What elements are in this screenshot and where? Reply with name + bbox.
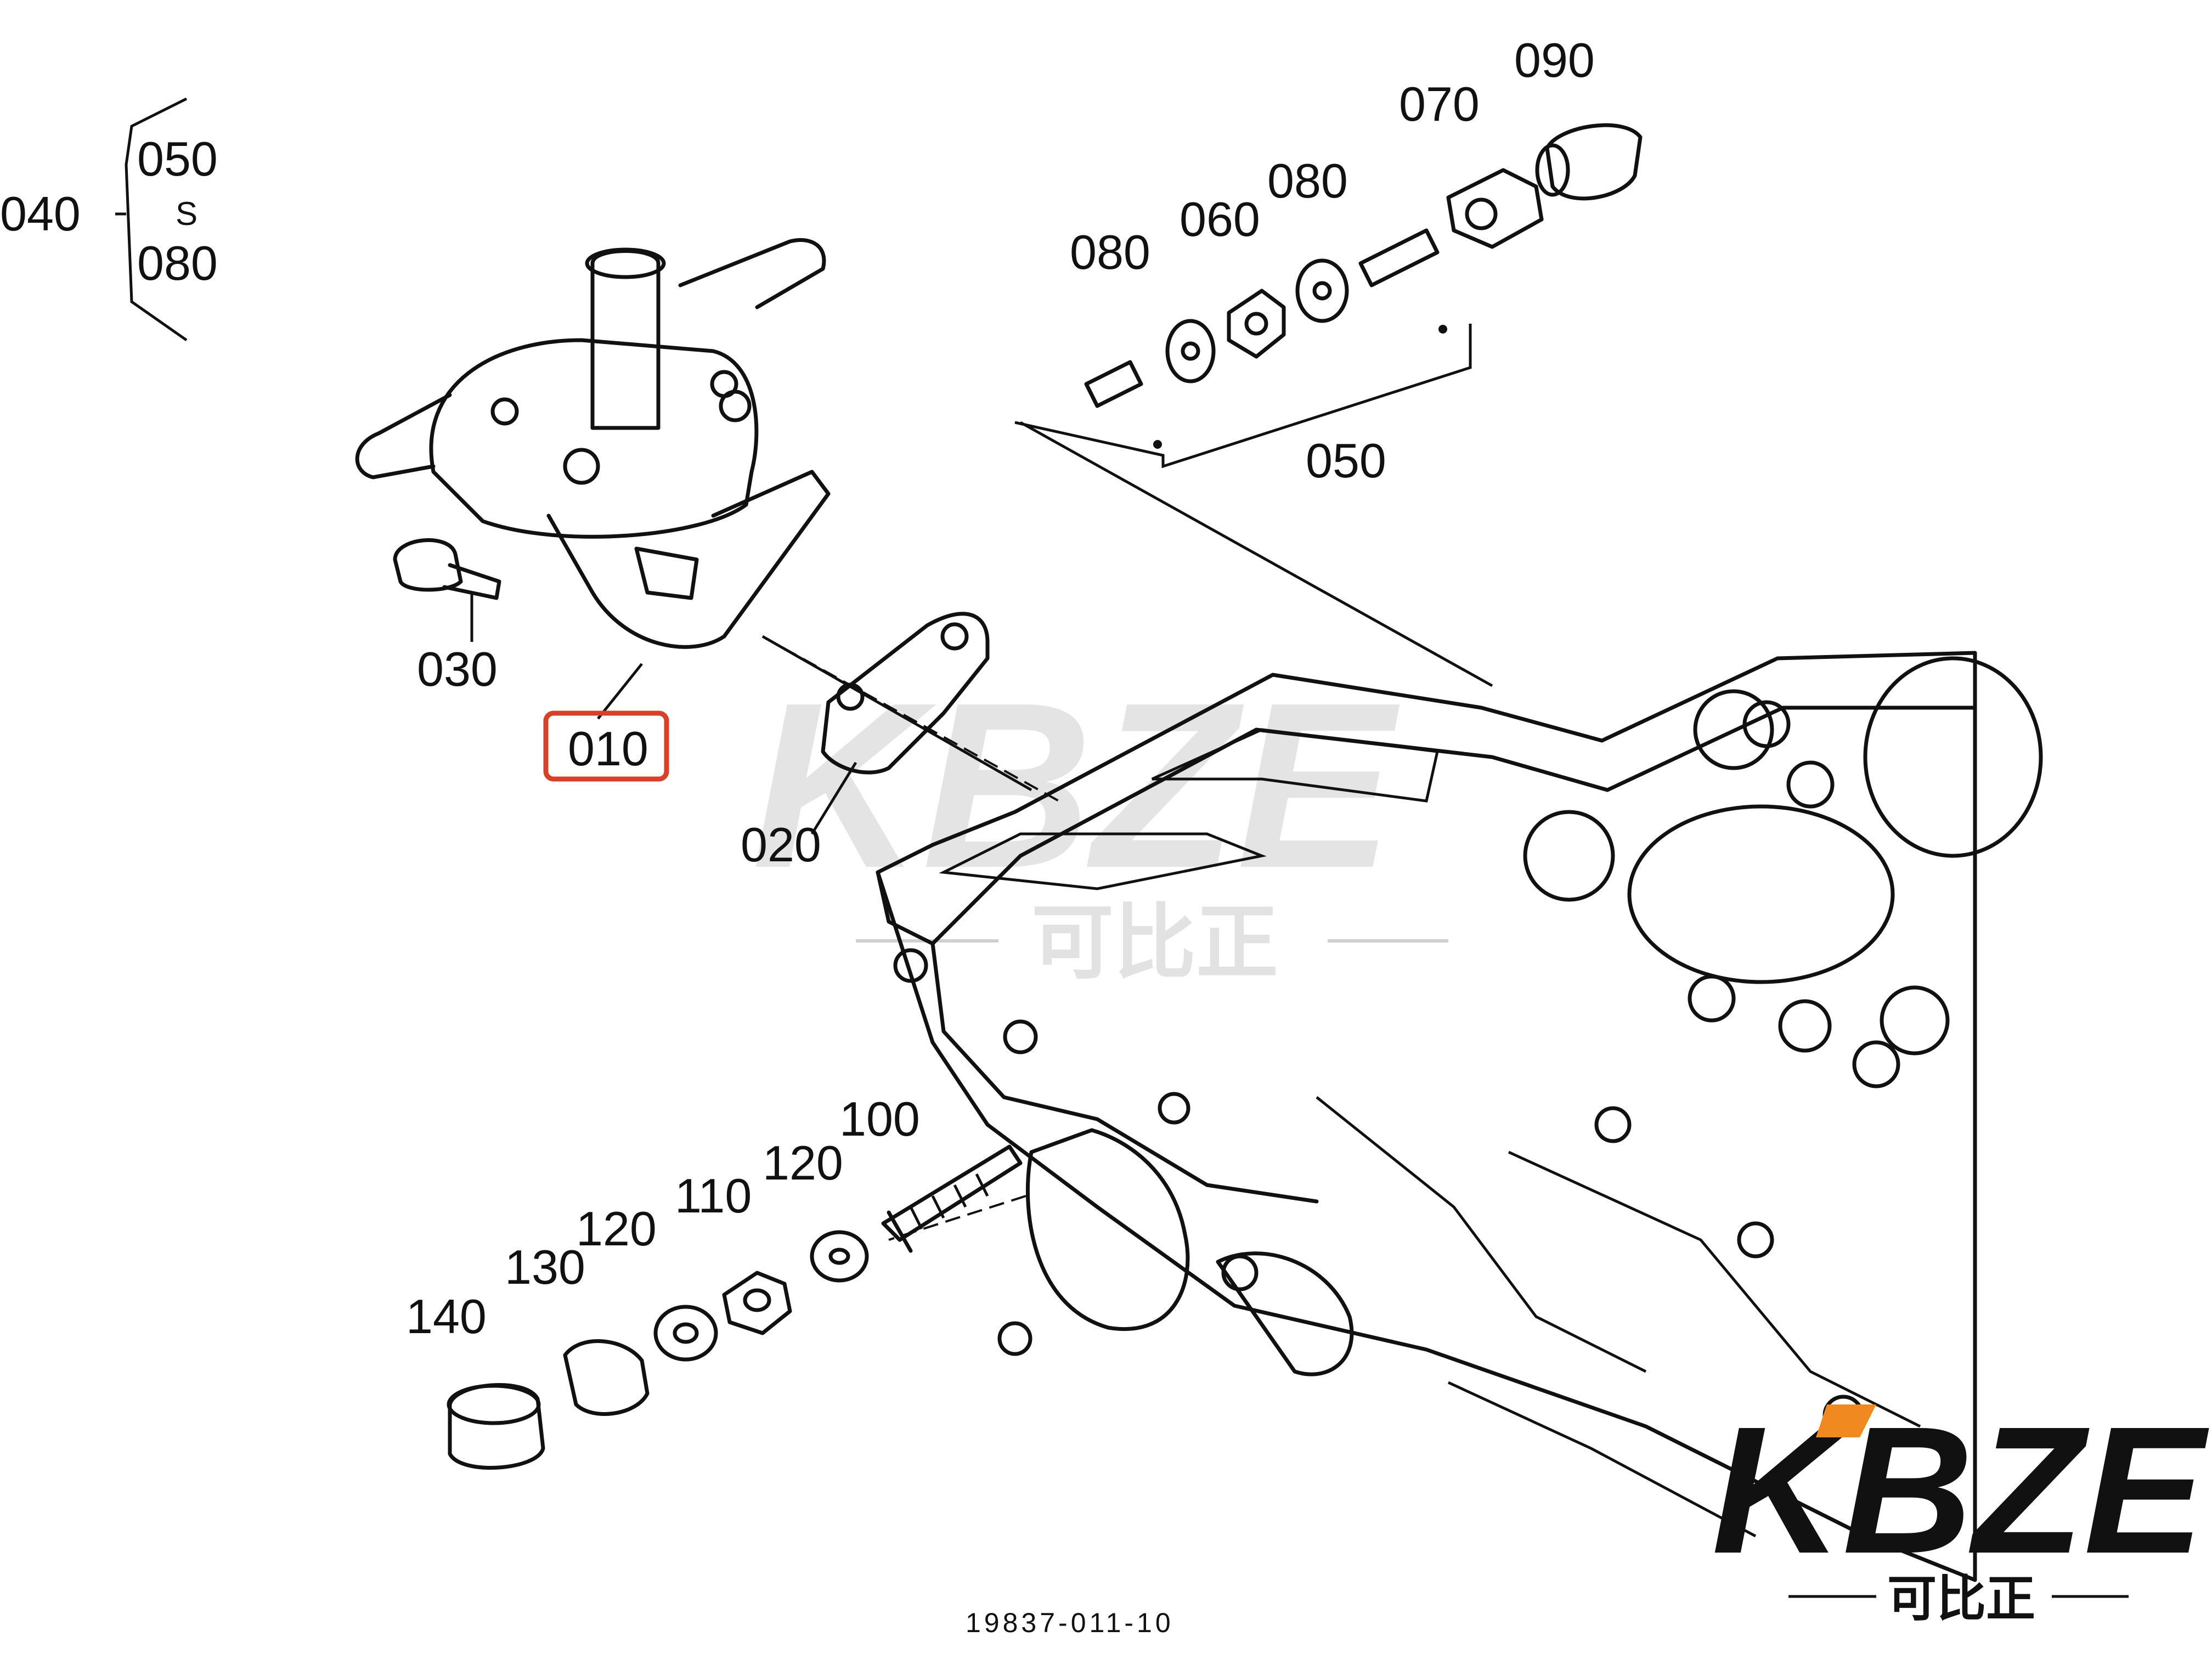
logo-brand: KBZE xyxy=(1712,1389,2211,1591)
group-range-mark: S xyxy=(176,195,198,232)
highlight-box-010 xyxy=(543,710,669,782)
callout-020: 020 xyxy=(741,817,821,872)
center-watermark: KBZE 可比正 xyxy=(752,654,1448,989)
callout-labels: 040 050 S 080 010 020 030 050 060 070 08… xyxy=(0,33,1595,1638)
callout-030: 030 xyxy=(417,642,498,696)
callout-080-a: 080 xyxy=(1070,225,1150,279)
group-bottom-label: 080 xyxy=(137,236,218,290)
callout-110: 110 xyxy=(675,1169,752,1223)
logo-accent xyxy=(1816,1404,1876,1437)
callout-010: 010 xyxy=(568,721,648,776)
parts-100-140 xyxy=(447,1144,1023,1470)
drawing-code: 19837-011-10 xyxy=(966,1607,1174,1638)
logo-brand-cn: 可比正 xyxy=(1887,1572,2035,1627)
fuel-pump-drawing xyxy=(355,238,831,649)
watermark-brand-cn: 可比正 xyxy=(1031,896,1278,989)
engine-block-drawing xyxy=(876,651,2043,1582)
callout-050: 050 xyxy=(1306,433,1386,488)
callout-120-a: 120 xyxy=(763,1136,843,1190)
callout-080-b: 080 xyxy=(1267,154,1348,208)
callout-060: 060 xyxy=(1180,192,1260,246)
brand-logo: KBZE 可比正 xyxy=(1712,1389,2211,1627)
parts-050-090 xyxy=(1014,123,1643,469)
group-top-label: 050 xyxy=(137,132,218,186)
bolt-030 xyxy=(393,538,501,600)
callout-070: 070 xyxy=(1399,77,1480,131)
gasket-020 xyxy=(821,612,990,775)
callout-120-b: 120 xyxy=(576,1201,657,1256)
watermark-brand: KBZE xyxy=(752,654,1402,917)
group-parent-label: 040 xyxy=(0,187,81,241)
callout-100: 100 xyxy=(839,1092,920,1146)
callout-140: 140 xyxy=(406,1289,487,1344)
callout-130: 130 xyxy=(505,1240,585,1294)
leader-lines xyxy=(470,421,1493,1241)
callout-090: 090 xyxy=(1514,33,1595,87)
